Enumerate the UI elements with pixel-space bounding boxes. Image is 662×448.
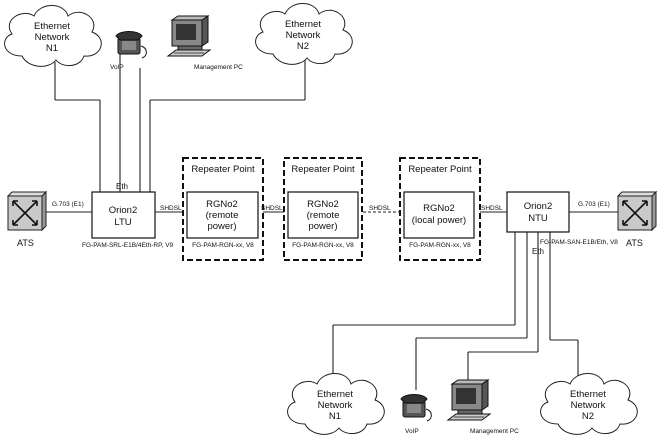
cloud-label-line: Network (571, 400, 606, 411)
repeater-label-line: (remote (206, 210, 239, 221)
ats-right (617, 191, 657, 231)
ltu-label-line: Orion2 (109, 205, 138, 216)
repeater-box (403, 191, 475, 239)
management-pc-top (167, 15, 211, 57)
management-pc-label-top: Management PC (194, 64, 243, 71)
repeater-label-line: power) (207, 221, 236, 232)
ltu-box (91, 191, 156, 239)
cloud-label-line: Network (286, 30, 321, 41)
repeater-title: Repeater Point (191, 164, 255, 175)
repeater-label-line: (remote (307, 210, 340, 221)
repeater-label-line: power) (308, 221, 337, 232)
repeater-point-2: Repeater Point RGNo2 (remote power) FG-P… (283, 157, 363, 261)
cloud-label-line: Ethernet (285, 19, 321, 30)
repeater-label-line: RGNo2 (423, 203, 455, 214)
repeater-model: FG-PAM-RGN-xx, V8 (409, 242, 471, 249)
ats-left-label: ATS (17, 238, 34, 248)
repeater-label-line: RGNo2 (307, 199, 339, 210)
repeater-model: FG-PAM-RGN-xx, V8 (192, 242, 254, 249)
cloud-label-line: Ethernet (34, 21, 70, 32)
repeater-label-line: RGNo2 (206, 199, 238, 210)
cloud-label-line: N2 (297, 41, 309, 52)
voip-phone-top (115, 31, 147, 59)
repeater-title: Repeater Point (408, 164, 472, 175)
phone-icon (115, 31, 147, 59)
cloud-label-line: Ethernet (317, 389, 353, 400)
repeater-box (287, 191, 359, 239)
cloud-ethernet-n2-top: Ethernet Network N2 (255, 3, 353, 65)
shdsl-label: SHDSL (160, 205, 182, 212)
orion2-ntu: Orion2 NTU (506, 191, 570, 233)
management-pc-bottom (447, 379, 491, 421)
repeater-point-3: Repeater Point RGNo2 (local power) FG-PA… (399, 157, 481, 261)
ntu-box (506, 191, 570, 233)
cloud-label-line: N2 (582, 411, 594, 422)
voip-label-top: VoIP (110, 64, 124, 71)
repeater-label-line: (local power) (412, 215, 466, 226)
ntu-model-label: FG-PAM-SAN-E1B/Eth, V8 (540, 239, 618, 246)
cloud-label-line: N1 (46, 43, 58, 54)
ats-left (7, 191, 47, 231)
computer-icon (167, 15, 211, 57)
repeater-box (186, 191, 259, 239)
phone-icon (400, 394, 432, 422)
ntu-label-line: Orion2 (524, 201, 553, 212)
ats-switch-icon (7, 191, 47, 231)
shdsl-label: SHDSL (261, 205, 283, 212)
ats-right-label: ATS (626, 238, 643, 248)
ntu-eth-label: Eth (532, 247, 544, 256)
cloud-ethernet-n1-top: Ethernet Network N1 (4, 5, 102, 67)
cloud-label-line: N1 (329, 411, 341, 422)
orion2-ltu: Orion2 LTU (91, 191, 156, 239)
ats-switch-icon (617, 191, 657, 231)
ltu-eth-label: Eth (116, 182, 128, 191)
repeater-model: FG-PAM-RGN-xx, V8 (292, 242, 354, 249)
shdsl-label: SHDSL (369, 205, 391, 212)
repeater-title: Repeater Point (291, 164, 355, 175)
ltu-model-label: FG-PAM-SRL-E1B/4Eth-RP, V9 (82, 242, 174, 249)
cloud-label-line: Network (35, 32, 70, 43)
management-pc-label-bottom: Management PC (470, 428, 519, 435)
g703-right-label: G.703 (E1) (578, 201, 610, 208)
shdsl-label: SHDSL (481, 205, 503, 212)
cloud-ethernet-n1-bottom: Ethernet Network N1 (287, 373, 385, 435)
voip-phone-bottom (400, 394, 432, 422)
g703-left-label: G.703 (E1) (52, 201, 84, 208)
ntu-label-line: NTU (528, 213, 548, 224)
computer-icon (447, 379, 491, 421)
repeater-point-1: Repeater Point RGNo2 (remote power) FG-P… (182, 157, 264, 261)
cloud-ethernet-n2-bottom: Ethernet Network N2 (540, 373, 638, 435)
ltu-label-line: LTU (114, 217, 131, 228)
voip-label-bottom: VoIP (405, 428, 419, 435)
cloud-label-line: Network (318, 400, 353, 411)
cloud-label-line: Ethernet (570, 389, 606, 400)
